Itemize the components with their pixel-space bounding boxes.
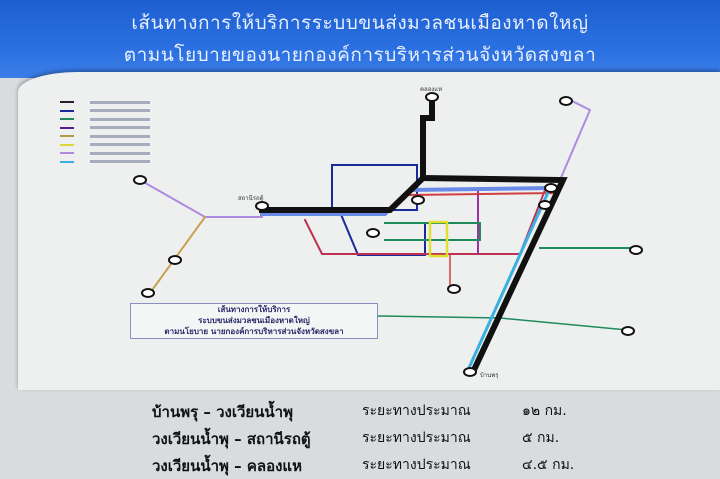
legend-text-blurred [90,126,150,130]
info-line-3: ตามนโยบาย นายกองค์การบริหารส่วนจังหวัดสง… [164,327,344,336]
station-bottom[interactable] [463,367,477,377]
distance-label: ระยะทางประมาณ [362,457,471,473]
distance-value: ๔.๕ กม. [522,457,575,473]
legend-text-blurred [90,109,150,113]
legend-swatch [60,160,74,163]
station-east-3[interactable] [629,245,643,255]
distance-route: บ้านพรุ – วงเวียนน้ำพุ [152,403,293,421]
station-west[interactable] [133,175,147,185]
station-label-top: คลองแห [420,86,443,93]
title-line-2: ตามนโยบายของนายกองค์การบริหารส่วนจังหวัด… [123,44,597,66]
route-black-main [259,97,435,213]
map-legend [60,98,150,166]
route-orange-left [148,215,207,295]
legend-swatch [60,152,74,155]
station-center[interactable] [411,195,425,205]
station-southwest[interactable] [168,255,182,265]
station-southeast[interactable] [621,326,635,336]
distance-route: วงเวียนน้ำพุ – คลองแห [152,457,302,475]
station-far-southwest[interactable] [141,288,155,298]
station-center-south[interactable] [366,228,380,238]
distance-value: ๑๒ กม. [522,403,567,419]
legend-text-blurred [90,143,150,147]
route-green-east2 [499,317,629,331]
slide-header: เส้นทางการให้บริการระบบขนส่งมวลชนเมืองหา… [0,0,720,78]
legend-entry [60,107,150,116]
distance-value: ๕ กม. [522,430,560,446]
route-blue-south [338,210,426,256]
legend-text-blurred [90,160,150,164]
legend-entry [60,141,150,150]
info-line-2: ระบบขนส่งมวลชนเมืองหาดใหญ่ [198,316,310,325]
info-line-1: เส้นทางการให้บริการ [217,305,291,314]
station-label-left: สถานีรถตู้ [238,195,264,202]
station-south[interactable] [447,284,461,294]
station-top[interactable] [425,92,439,102]
legend-text-blurred [90,151,150,155]
legend-swatch [60,135,74,138]
route-teal-box [377,315,501,319]
legend-entry [60,149,150,158]
legend-entry [60,124,150,133]
station-east-2[interactable] [538,200,552,210]
legend-text-blurred [90,134,150,138]
route-red [303,188,547,255]
legend-swatch [60,126,74,129]
route-blue-loop [331,164,418,211]
legend-text-blurred [90,100,150,104]
legend-entry [60,158,150,167]
route-yellow-loop [428,220,449,258]
route-map [133,92,643,377]
station-top-right[interactable] [559,96,573,106]
legend-text-blurred [90,117,150,121]
route-black-east [419,174,568,376]
route-cyan-band [466,186,552,372]
route-green [384,222,481,241]
distance-label: ระยะทางประมาณ [362,430,471,446]
station-left[interactable] [255,201,269,211]
legend-entry [60,115,150,124]
legend-swatch [60,101,74,104]
legend-swatch [60,109,74,112]
station-label-bottom: บ้านพรุ [480,372,499,379]
station-east-1[interactable] [544,183,558,193]
legend-entry [60,132,150,141]
title-line-1: เส้นทางการให้บริการระบบขนส่งมวลชนเมืองหา… [131,12,589,34]
legend-swatch [60,143,74,146]
legend-entry [60,98,150,107]
legend-swatch [60,118,74,121]
distance-label: ระยะทางประมาณ [362,403,471,419]
distance-route: วงเวียนน้ำพุ – สถานีรถตู้ [152,430,311,448]
map-info-box: เส้นทางการให้บริการ ระบบขนส่งมวลชนเมืองห… [130,303,378,339]
route-purple-top-right [558,98,592,182]
